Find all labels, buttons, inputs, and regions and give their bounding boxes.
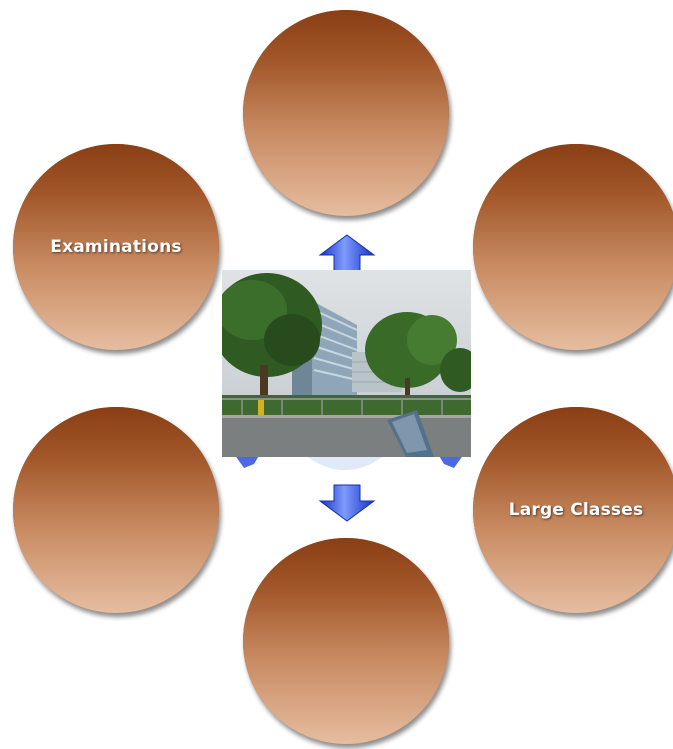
arrow-side-right-icon xyxy=(438,454,464,468)
circle-node-upper-right xyxy=(472,143,673,350)
circle-fill xyxy=(472,143,673,350)
circle-node-top xyxy=(242,9,449,216)
circle-fill xyxy=(12,143,219,350)
circle-node-lower-left xyxy=(12,406,219,613)
arrow-side-left-icon xyxy=(234,454,260,468)
arrow-up-icon xyxy=(318,234,376,272)
circle-fill xyxy=(242,9,449,216)
circle-node-bottom xyxy=(242,537,449,744)
center-building-photo xyxy=(222,270,471,457)
node-label: Examinations xyxy=(50,237,182,257)
building-photo-image xyxy=(222,270,471,457)
circle-fill xyxy=(242,537,449,744)
circle-fill xyxy=(472,406,673,613)
arrow-down-icon xyxy=(318,484,376,522)
circle-node-large-classes: Large Classes xyxy=(472,406,673,613)
circle-node-examinations: Examinations xyxy=(12,143,219,350)
node-label: Large Classes xyxy=(508,500,644,520)
circle-fill xyxy=(12,406,219,613)
